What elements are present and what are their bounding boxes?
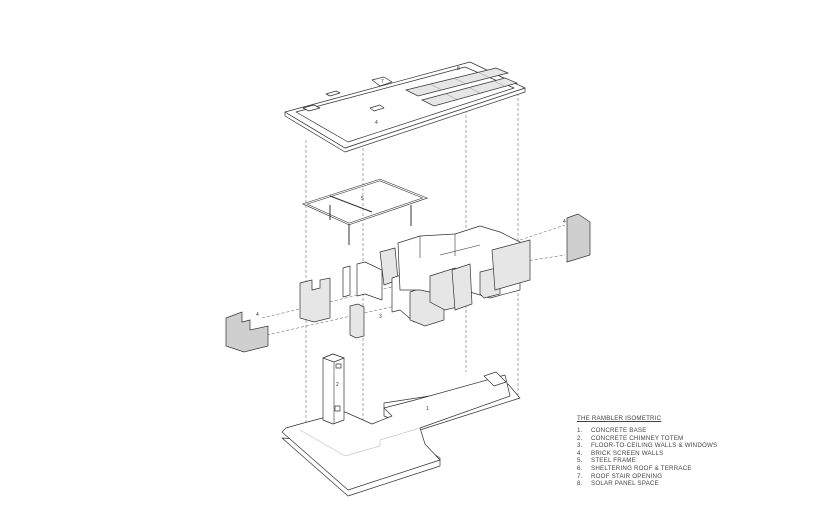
callout-walls: 3	[379, 314, 382, 320]
legend-number: 1.	[577, 427, 583, 434]
roof-stair-opening	[371, 76, 393, 87]
legend-item: 8. SOLAR PANEL SPACE	[577, 480, 717, 488]
legend-number: 6.	[577, 464, 583, 472]
legend-label: CONCRETE BASE	[591, 427, 647, 434]
chimney-totem: 2	[322, 353, 345, 425]
legend-item: 3. FLOOR-TO-CEILING WALLS & WINDOWS	[577, 442, 717, 450]
brick-screen-left: 4	[225, 311, 269, 353]
callout-brick-left: 4	[256, 312, 259, 318]
legend-label: STEEL FRAME	[591, 457, 636, 465]
legend-title: THE RAMBLER ISOMETRIC	[577, 415, 662, 422]
legend-label: SHELTERING ROOF & TERRACE	[591, 464, 692, 472]
steel-frame: 5	[301, 178, 429, 245]
callout-stair: 7	[381, 79, 384, 85]
callout-roof: 4	[375, 120, 378, 126]
legend-number: 2.	[577, 434, 583, 442]
callout-chimney: 2	[336, 382, 339, 388]
legend-item: 7. ROOF STAIR OPENING	[577, 473, 717, 481]
legend-number: 3.	[577, 442, 583, 450]
concrete-base: 1	[281, 371, 521, 497]
legend-item: 5. STEEL FRAME	[577, 457, 717, 465]
legend-label: CONCRETE CHIMNEY TOTEM	[591, 434, 684, 442]
legend-number: 4.	[577, 449, 583, 457]
legend-label: ROOF STAIR OPENING	[591, 472, 663, 480]
sheltering-roof: 4 7 8	[284, 61, 526, 153]
brick-screen-right: 4	[563, 213, 591, 263]
legend-number: 8.	[577, 480, 583, 488]
callout-frame: 5	[361, 196, 364, 202]
legend-item: 6. SHELTERING ROOF & TERRACE	[577, 465, 717, 473]
callout-brick-right: 4	[563, 219, 566, 225]
callout-base: 1	[426, 406, 429, 412]
legend-number: 7.	[577, 472, 583, 480]
legend-item: 1. CONCRETE BASE	[577, 427, 717, 435]
legend: THE RAMBLER ISOMETRIC 1. CONCRETE BASE 2.…	[577, 415, 717, 488]
floor-to-ceiling-walls: 3	[299, 225, 531, 339]
legend-number: 5.	[577, 457, 583, 465]
solar-panels	[404, 67, 519, 107]
legend-item: 2. CONCRETE CHIMNEY TOTEM	[577, 435, 717, 443]
legend-label: FLOOR-TO-CEILING WALLS & WINDOWS	[591, 442, 718, 450]
legend-item: 4. BRICK SCREEN WALLS	[577, 450, 717, 458]
legend-label: SOLAR PANEL SPACE	[591, 480, 659, 488]
legend-label: BRICK SCREEN WALLS	[591, 449, 664, 457]
projection-lines	[261, 88, 566, 480]
callout-solar: 8	[457, 66, 460, 72]
